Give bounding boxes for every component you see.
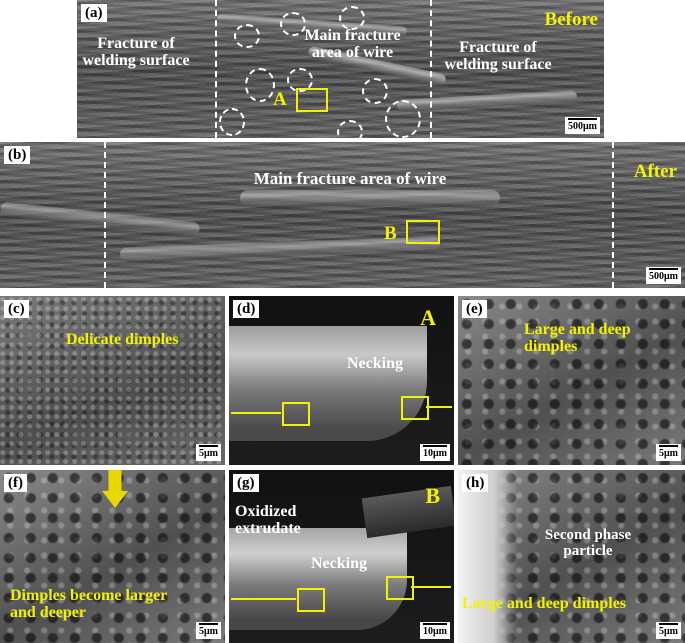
wire-tip	[229, 326, 427, 441]
panel-h-sem-image: (h) Second phase particle Large and deep…	[458, 470, 685, 643]
arrow-right	[411, 586, 451, 588]
divider-left	[104, 142, 106, 288]
panel-h-annotation: Large and deep dimples	[462, 595, 627, 612]
bright-edge	[458, 470, 518, 643]
region-box-left	[282, 402, 310, 426]
panel-a-left-text: Fracture of welding surface	[82, 35, 190, 69]
panel-h-scale-bar: 5μm	[656, 622, 681, 639]
panel-b-center-text: Main fracture area of wire	[253, 169, 447, 188]
panel-h-annotation-top: Second phase particle	[544, 527, 632, 559]
wire-strand	[240, 190, 500, 206]
panel-g-label: (g)	[233, 474, 259, 492]
panel-a-right-text: Fracture of welding surface	[444, 39, 552, 73]
fracture-circle	[234, 24, 260, 48]
panel-h-label: (h)	[462, 474, 489, 492]
panel-g-marker: B	[425, 483, 440, 508]
divider-right	[430, 0, 432, 138]
marker-a: A	[273, 89, 287, 110]
fracture-circle	[280, 12, 306, 36]
panel-d-annotation: Necking	[347, 355, 403, 372]
extrudate	[361, 485, 454, 539]
wire-strand	[0, 201, 201, 237]
panel-f-label: (f)	[4, 474, 27, 492]
panel-f-annotation: Dimples become larger and deeper	[10, 587, 167, 621]
panel-b-scale-bar: 500μm	[646, 267, 681, 284]
panel-a-scale-bar: 500μm	[565, 117, 600, 134]
region-box-right	[401, 396, 429, 420]
fracture-circle	[339, 6, 365, 30]
arrow-left	[231, 598, 296, 600]
down-arrow-icon	[102, 470, 128, 508]
fracture-circle	[385, 100, 421, 138]
panel-c-sem-image: (c) Delicate dimples 5μm	[0, 296, 225, 465]
panel-e-annotation: Large and deep dimples	[524, 321, 631, 355]
panel-g-scale-bar: 10μm	[420, 622, 450, 639]
panel-a-state: Before	[544, 9, 598, 30]
marker-b: B	[384, 223, 397, 244]
panel-d-sem-image: (d) A Necking 10μm	[229, 296, 454, 465]
panel-f-scale-bar: 5μm	[196, 622, 221, 639]
panel-b-state: After	[633, 161, 677, 182]
arrow-left	[231, 412, 281, 414]
wire-tip	[229, 528, 407, 630]
panel-b-sem-image: (b) After Main fracture area of wire B 5…	[0, 142, 685, 288]
panel-a-center-text: Main fracture area of wire	[304, 27, 401, 61]
panel-e-sem-image: (e) Large and deep dimples 5μm	[458, 296, 685, 465]
fracture-circle	[245, 68, 275, 102]
panel-f-sem-image: (f) Dimples become larger and deeper 5μm	[0, 470, 225, 643]
fracture-circle	[287, 68, 313, 92]
panel-g-sem-image: (g) B Oxidized extrudate Necking 10μm	[229, 470, 454, 643]
panel-d-label: (d)	[233, 300, 260, 318]
fracture-circle	[337, 120, 363, 138]
arrow-right	[426, 406, 452, 408]
wire-strand	[396, 90, 578, 112]
panel-g-annotation-top: Oxidized extrudate	[235, 503, 301, 537]
region-box-left	[297, 588, 325, 612]
region-box-right	[386, 576, 414, 600]
panel-d-scale-bar: 10μm	[420, 444, 450, 461]
panel-g-annotation: Necking	[311, 555, 367, 572]
divider-right	[612, 142, 614, 288]
region-b-box	[406, 220, 440, 244]
panel-e-label: (e)	[462, 300, 487, 318]
panel-c-scale-bar: 5μm	[196, 444, 221, 461]
fracture-circle	[219, 108, 245, 136]
fracture-circle	[362, 78, 388, 104]
divider-left	[215, 0, 217, 138]
panel-c-annotation: Delicate dimples	[66, 331, 179, 348]
panel-c-label: (c)	[4, 300, 29, 318]
panel-b-label: (b)	[4, 146, 31, 164]
region-a-box	[296, 88, 328, 112]
panel-e-scale-bar: 5μm	[656, 444, 681, 461]
panel-d-marker: A	[420, 305, 436, 330]
panel-a-sem-image: (a) Before Fracture of welding surface M…	[77, 0, 604, 138]
panel-a-label: (a)	[81, 4, 107, 22]
